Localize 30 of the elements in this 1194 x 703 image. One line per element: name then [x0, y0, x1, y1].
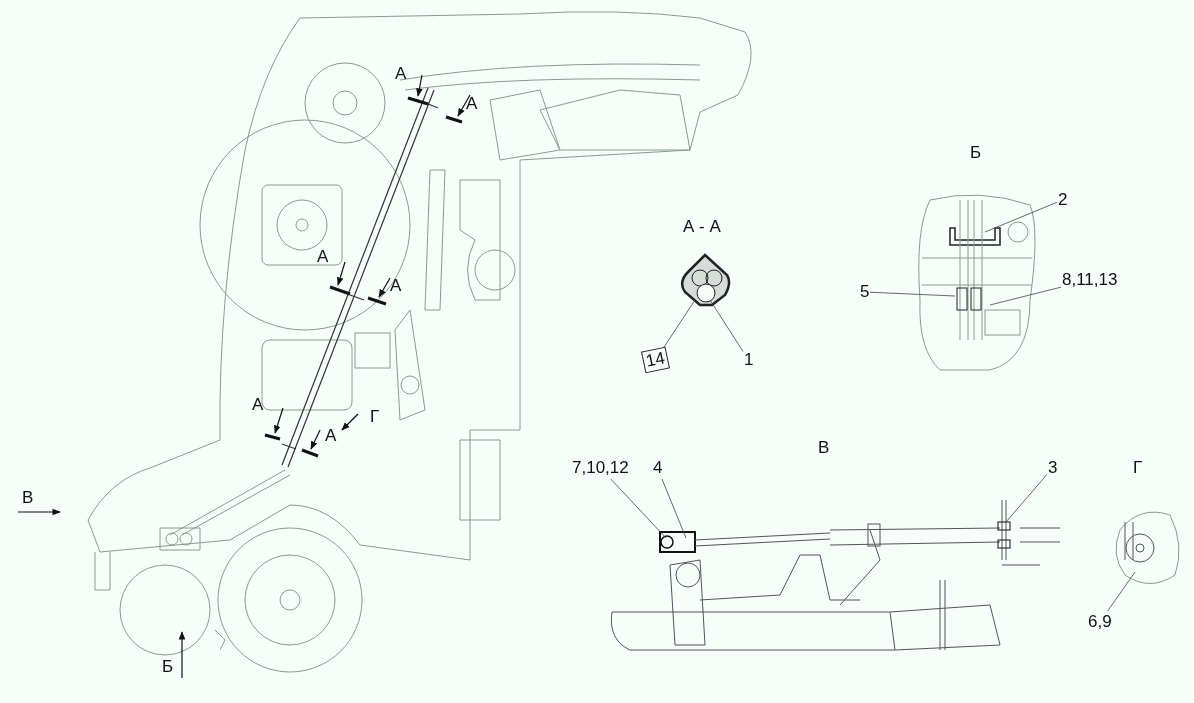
callout-number: 7,10,12: [572, 458, 629, 478]
section-label: А: [390, 276, 402, 296]
callout-number: 3: [1048, 458, 1058, 478]
callout-number: 6,9: [1088, 612, 1112, 632]
view-arrow-label: Г: [370, 407, 380, 427]
view-label: В: [818, 438, 830, 458]
leader-line: [661, 478, 687, 539]
callout-number: 2: [1058, 190, 1068, 210]
view-arrow-label: Б: [162, 657, 174, 677]
callout-number: 4: [653, 458, 663, 478]
section-label: А: [466, 94, 478, 114]
callout-number: 1: [744, 350, 754, 370]
leader-line: [1005, 474, 1048, 523]
callout-number: 5: [860, 282, 870, 302]
view-label: Б: [970, 143, 982, 163]
section-label: А: [252, 395, 264, 415]
section-label: А: [325, 426, 337, 446]
view-label: Г: [1133, 458, 1143, 478]
leader-line: [984, 201, 1058, 233]
section-label: А: [317, 247, 329, 267]
leader-line: [709, 299, 744, 352]
leader-line: [989, 286, 1062, 306]
view-arrow-label: В: [22, 488, 34, 508]
leader-line: [869, 291, 956, 297]
leader-line: [610, 478, 667, 539]
callout-number: 8,11,13: [1062, 270, 1118, 290]
leader-line: [663, 299, 696, 349]
section-label: А: [395, 64, 407, 84]
view-label: А - А: [683, 217, 721, 237]
leader-line: [1107, 571, 1136, 612]
